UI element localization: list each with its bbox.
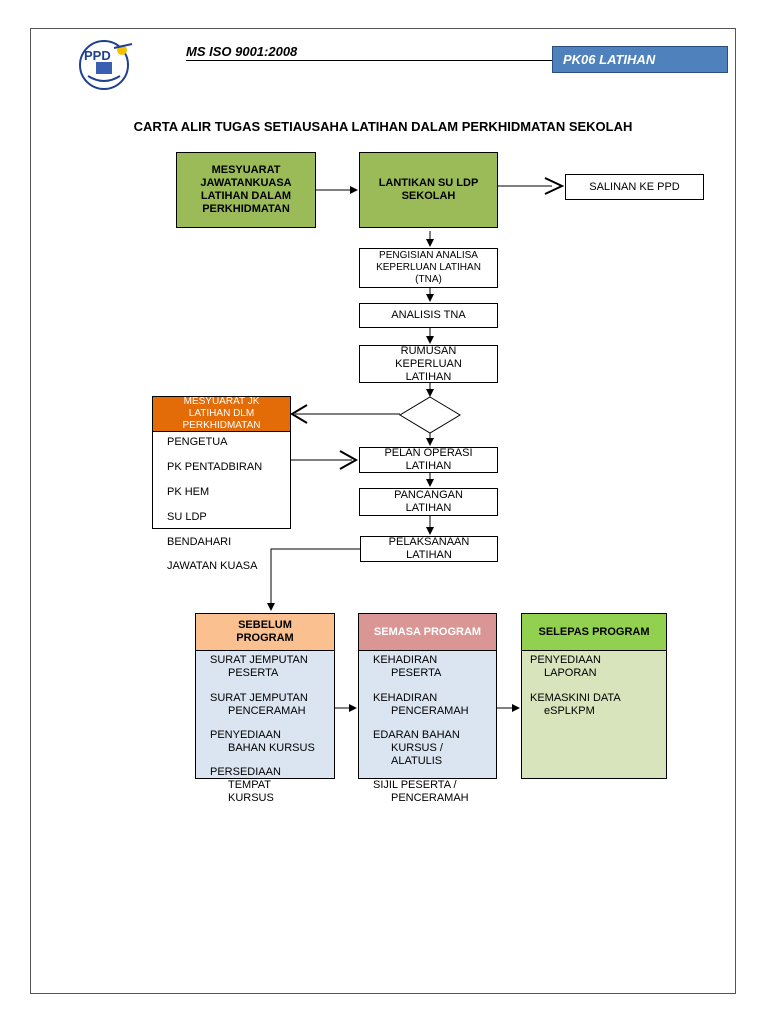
member-su-ldp: SU LDP bbox=[167, 511, 207, 523]
sebelum-item-1: SURAT JEMPUTAN PESERTA bbox=[210, 654, 308, 679]
page-title: CARTA ALIR TUGAS SETIAUSAHA LATIHAN DALA… bbox=[133, 119, 633, 134]
committee-members-box bbox=[152, 431, 291, 529]
node-pengisian-analisa: PENGISIAN ANALISA KEPERLUAN LATIHAN (TNA… bbox=[359, 248, 498, 288]
page-frame bbox=[30, 28, 736, 994]
semasa-item-1: KEHADIRAN PESERTA bbox=[373, 654, 442, 679]
phase-selepas-header: SELEPAS PROGRAM bbox=[521, 613, 667, 651]
semasa-item-2: KEHADIRAN PENCERAMAH bbox=[373, 692, 469, 717]
phase-sebelum-body bbox=[195, 650, 335, 779]
member-bendahari: BENDAHARI bbox=[167, 536, 232, 548]
node-pelan-operasi: PELAN OPERASI LATIHAN bbox=[359, 447, 498, 473]
phase-semasa-body bbox=[358, 650, 497, 779]
ppd-logo: PPD bbox=[74, 38, 140, 92]
document-code: PK06 LATIHAN bbox=[552, 46, 728, 73]
sebelum-item-4: PERSEDIAAN TEMPAT KURSUS bbox=[210, 766, 281, 804]
node-lantikan-su-ldp: LANTIKAN SU LDP SEKOLAH bbox=[359, 152, 498, 228]
semasa-item-3: EDARAN BAHAN KURSUS / ALATULIS bbox=[373, 729, 460, 767]
node-analisis-tna: ANALISIS TNA bbox=[359, 303, 498, 328]
sebelum-item-2: SURAT JEMPUTAN PENCERAMAH bbox=[210, 692, 308, 717]
arrow-pelaksanaan-sebelum bbox=[267, 548, 360, 611]
chevron-arrow-pelan bbox=[339, 450, 359, 470]
member-pk-pentadbiran: PK PENTADBIRAN bbox=[167, 461, 263, 473]
node-pelaksanaan-latihan: PELAKSANAAN LATIHAN bbox=[360, 536, 498, 562]
selepas-item-1: PENYEDIAAN LAPORAN bbox=[530, 654, 601, 679]
decision-diamond bbox=[399, 396, 461, 434]
sebelum-item-3: PENYEDIAAN BAHAN KURSUS bbox=[210, 729, 315, 754]
semasa-item-4: SIJIL PESERTA / PENCERAMAH bbox=[373, 779, 469, 804]
node-pancangan-latihan: PANCANGAN LATIHAN bbox=[359, 488, 498, 516]
header-rule bbox=[186, 60, 552, 61]
member-jawatan-kuasa: JAWATAN KUASA bbox=[167, 560, 258, 572]
member-pengetua: PENGETUA bbox=[167, 436, 228, 448]
node-mesyuarat-jk: MESYUARAT JK LATIHAN DLM PERKHIDMATAN bbox=[152, 396, 291, 432]
chevron-arrow-salinan bbox=[544, 177, 565, 195]
node-salinan-ke-ppd: SALINAN KE PPD bbox=[565, 174, 704, 200]
selepas-item-2: KEMASKINI DATA eSPLKPM bbox=[530, 692, 621, 717]
member-pk-hem: PK HEM bbox=[167, 486, 210, 498]
chevron-arrow-mesyuarat-jk bbox=[290, 404, 308, 424]
phase-selepas-body bbox=[521, 650, 667, 779]
iso-standard: MS ISO 9001:2008 bbox=[186, 44, 298, 59]
logo-text: PPD bbox=[84, 48, 111, 63]
phase-sebelum-header: SEBELUM PROGRAM bbox=[195, 613, 335, 651]
phase-semasa-header: SEMASA PROGRAM bbox=[358, 613, 497, 651]
node-mesyuarat-jawatankuasa: MESYUARAT JAWATANKUASA LATIHAN DALAM PER… bbox=[176, 152, 316, 228]
node-rumusan-keperluan: RUMUSAN KEPERLUAN LATIHAN bbox=[359, 345, 498, 383]
